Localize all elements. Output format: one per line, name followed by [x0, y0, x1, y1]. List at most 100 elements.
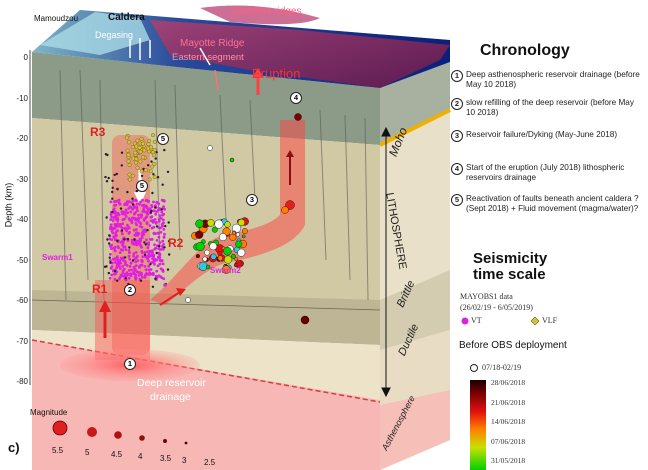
earthquake-point — [159, 216, 163, 220]
earthquake-point — [119, 207, 123, 210]
label-degasing: Degasing — [95, 30, 134, 40]
earthquake-point — [127, 172, 132, 177]
earthquake-point — [224, 255, 233, 264]
earthquake-point — [231, 231, 236, 236]
earthquake-point — [109, 225, 113, 229]
earthquake-point — [103, 265, 107, 268]
earthquake-point — [163, 232, 166, 236]
earthquake-point — [127, 140, 132, 145]
earthquake-point — [156, 264, 160, 268]
chronology-text: slow refilling of the deep reservoir (be… — [466, 98, 634, 117]
colorbar-date: 14/06/2018 — [491, 417, 526, 426]
earthquake-point — [294, 113, 302, 121]
earthquake-point — [114, 199, 118, 203]
earthquake-point — [119, 275, 122, 279]
chronology-text: Deep asthenospheric reservoir drainage (… — [466, 70, 640, 89]
earthquake-point — [157, 235, 161, 239]
chronology-text: Reservoir failure/Dyking (May-June 2018) — [466, 130, 618, 139]
earthquake-point — [116, 279, 119, 282]
earthquake-point — [109, 261, 112, 264]
earthquake-point — [136, 209, 139, 213]
earthquake-point — [158, 214, 162, 218]
earthquake-point — [153, 232, 157, 236]
earthquake-point — [161, 218, 165, 222]
earthquake-point — [168, 253, 171, 256]
earthquake-point — [145, 238, 148, 242]
magnitude-value: 5 — [85, 448, 90, 457]
earthquake-point — [143, 253, 147, 256]
earthquake-point — [138, 149, 143, 154]
earthquake-point — [195, 230, 204, 239]
earthquake-point — [126, 237, 130, 241]
earthquake-point — [150, 133, 156, 138]
earthquake-point — [139, 200, 142, 204]
earthquake-point — [195, 241, 205, 252]
chronology-number: 4 — [451, 163, 463, 175]
earthquake-point — [161, 268, 164, 272]
earthquake-point — [115, 213, 119, 216]
earthquake-point — [122, 246, 126, 249]
earthquake-point — [153, 262, 156, 266]
earthquake-point — [111, 197, 114, 200]
earthquake-point — [124, 248, 128, 252]
marker-2: 2 — [124, 284, 139, 302]
earthquake-point — [107, 176, 110, 180]
earthquake-point — [130, 238, 134, 242]
earthquake-point — [135, 231, 139, 235]
earthquake-point — [115, 172, 119, 176]
chronology-number: 1 — [451, 70, 463, 82]
label-mamoudzou: Mamoudzou — [34, 14, 79, 23]
earthquake-point — [151, 260, 154, 264]
obs-date: 07/18-02/19 — [482, 363, 522, 372]
earthquake-point — [118, 222, 122, 226]
earthquake-point — [108, 276, 112, 280]
earthquake-point — [223, 246, 232, 256]
earthquake-point — [128, 251, 131, 255]
depth-tick-label: 0 — [23, 53, 28, 62]
earthquake-point — [134, 264, 138, 267]
earthquake-point — [141, 255, 145, 258]
earthquake-point — [167, 221, 170, 224]
earthquake-point — [109, 200, 113, 204]
earthquake-point — [132, 252, 136, 256]
earthquake-point — [155, 269, 159, 273]
marker-5a: 5 — [157, 133, 172, 151]
earthquake-point — [131, 199, 135, 203]
earthquake-point — [231, 223, 242, 233]
earthquake-point — [109, 259, 112, 262]
earthquake-point — [163, 283, 167, 287]
earthquake-point — [241, 228, 248, 234]
earthquake-point — [121, 242, 125, 245]
earthquake-point — [110, 229, 114, 233]
earthquake-point — [140, 263, 144, 267]
earthquake-point — [114, 231, 117, 235]
earthquake-point — [206, 219, 215, 227]
earthquake-point — [142, 148, 147, 153]
seismicity-range: (26/02/19 - 6/05/2019) — [460, 303, 533, 312]
marker-1: 1 — [124, 358, 139, 376]
earthquake-point — [145, 198, 149, 202]
earthquake-point — [112, 246, 116, 250]
earthquake-point — [143, 276, 147, 279]
earthquake-point — [138, 242, 141, 246]
earthquake-point — [229, 157, 235, 163]
earthquake-point — [146, 212, 150, 216]
magnitude-value: 3.5 — [160, 454, 172, 463]
earthquake-point — [141, 198, 144, 202]
earthquake-point — [161, 248, 165, 251]
earthquake-point — [136, 259, 140, 263]
earthquake-point — [147, 243, 151, 247]
top-surface — [32, 5, 450, 88]
earthquake-point — [166, 268, 170, 271]
earthquake-point — [155, 220, 158, 224]
earthquake-point — [151, 249, 154, 253]
earthquake-point — [214, 219, 224, 229]
earthquake-point — [150, 226, 154, 230]
earthquake-point — [146, 228, 149, 232]
earthquake-point — [139, 136, 144, 142]
earthquake-point — [144, 216, 148, 220]
earthquake-point — [155, 225, 159, 228]
depth-tick-label: -70 — [16, 336, 28, 346]
earthquake-point — [109, 223, 113, 227]
